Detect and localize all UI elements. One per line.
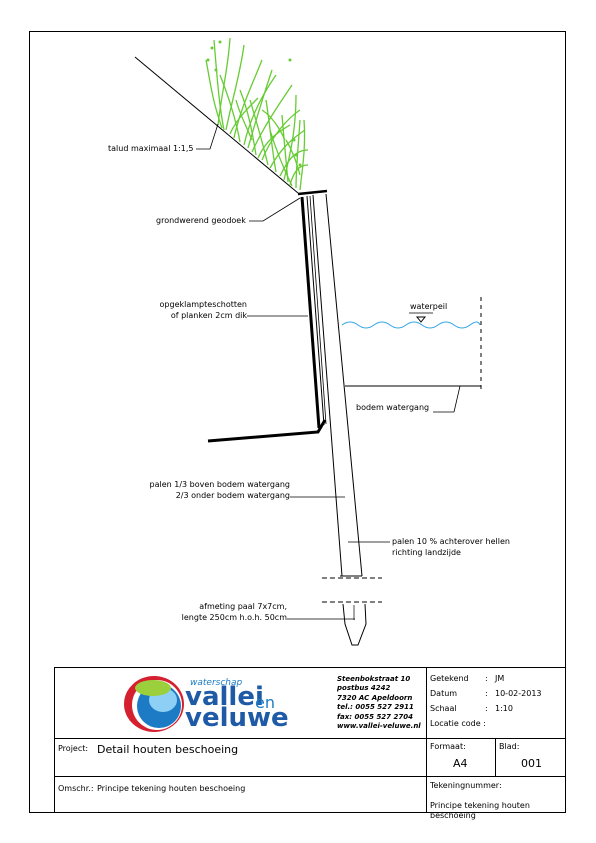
address-tel: tel.: 0055 527 2911 [337,703,414,712]
format-label: Formaat: [430,742,466,751]
title-block: waterschap vallei en veluwe Steenbokstra… [54,667,566,820]
label-bodem: bodem watergang [356,403,430,412]
label-talud: talud maximaal 1:1,5 [108,144,194,153]
grass-seeds [206,40,302,167]
logo-line3: en [255,693,275,712]
plank-line-1 [306,195,325,426]
tekening-value: Principe tekening houten beschoeing [430,801,530,820]
plank-line-2 [309,195,327,425]
format-value: A4 [453,757,468,770]
label-waterpeil: waterpeil [410,302,448,311]
label-afmeting-2: lengte 250cm h.o.h. 50cm [181,613,287,622]
address-block: Steenbokstraat 10 postbus 4242 7320 AC A… [337,675,421,731]
logo-address-cell: waterschap vallei en veluwe Steenbokstra… [54,667,427,739]
tekening-label: Tekeningnummer: [430,781,502,790]
meta-cell: Getekend : JM Datum : 10-02-2013 Schaal … [426,667,566,739]
project-cell: Project: Detail houten beschoeing [54,738,427,777]
pole-right [325,193,363,577]
geodoek-top [297,189,328,196]
address-web: www.vallei-veluwe.nl [337,722,421,731]
geodoek-leader [249,197,301,222]
omschr-label: Omschr.: [58,784,94,793]
address-postbus: postbus 4242 [337,684,391,693]
project-label: Project: [58,744,89,753]
schaal-label: Schaal [430,704,457,713]
address-street: Steenbokstraat 10 [337,675,411,683]
geodoek-line [300,196,321,429]
getekend-value: JM [495,674,505,683]
grass-illustration [205,37,309,191]
talud-leader [196,123,219,150]
label-schotten-1: opgeklampteschotten [159,300,247,309]
blad-label: Blad: [499,742,520,751]
label-afmeting-1: afmeting paal 7x7cm, [199,602,287,611]
waterpeil-marker [415,316,427,323]
datum-value: 10-02-2013 [495,689,542,698]
omschr-cell: Omschr.: Principe tekening houten bescho… [54,776,427,813]
pole-tip [342,603,367,646]
address-city: 7320 AC Apeldoorn [337,693,413,702]
bottom-foot [207,419,327,443]
label-geodoek: grondwerend geodoek [156,216,246,225]
label-palen-2: 2/3 onder bodem watergang [175,491,290,500]
label-helling-1: palen 10 % achterover hellen [392,537,510,546]
label-schotten-2: of planken 2cm dik [170,311,247,320]
logo-line1: waterschap [190,678,243,688]
logo-line4: veluwe [185,703,289,733]
getekend-label: Getekend [430,674,469,683]
logo-icon [124,676,184,732]
pole-left [312,194,343,577]
locatie-label: Locatie code : [430,719,486,728]
water-line [341,321,481,329]
blad-cell: Blad: 001 [495,738,566,777]
schaal-value: 1:10 [495,704,513,713]
omschr-value: Principe tekening houten beschoeing [97,784,246,793]
slope-line [134,56,299,194]
project-value: Detail houten beschoeing [97,743,239,756]
datum-label: Datum [430,689,458,698]
format-cell: Formaat: A4 [426,738,496,777]
logo-line2: vallei [185,682,264,712]
tekening-cell: Tekeningnummer: Principe tekening houten… [426,776,566,820]
blad-value: 001 [521,757,542,770]
address-fax: fax: 0055 527 2704 [337,712,413,721]
label-helling-2: richting landzijde [392,548,461,557]
label-palen-1: palen 1/3 boven bodem watergang [149,480,291,489]
